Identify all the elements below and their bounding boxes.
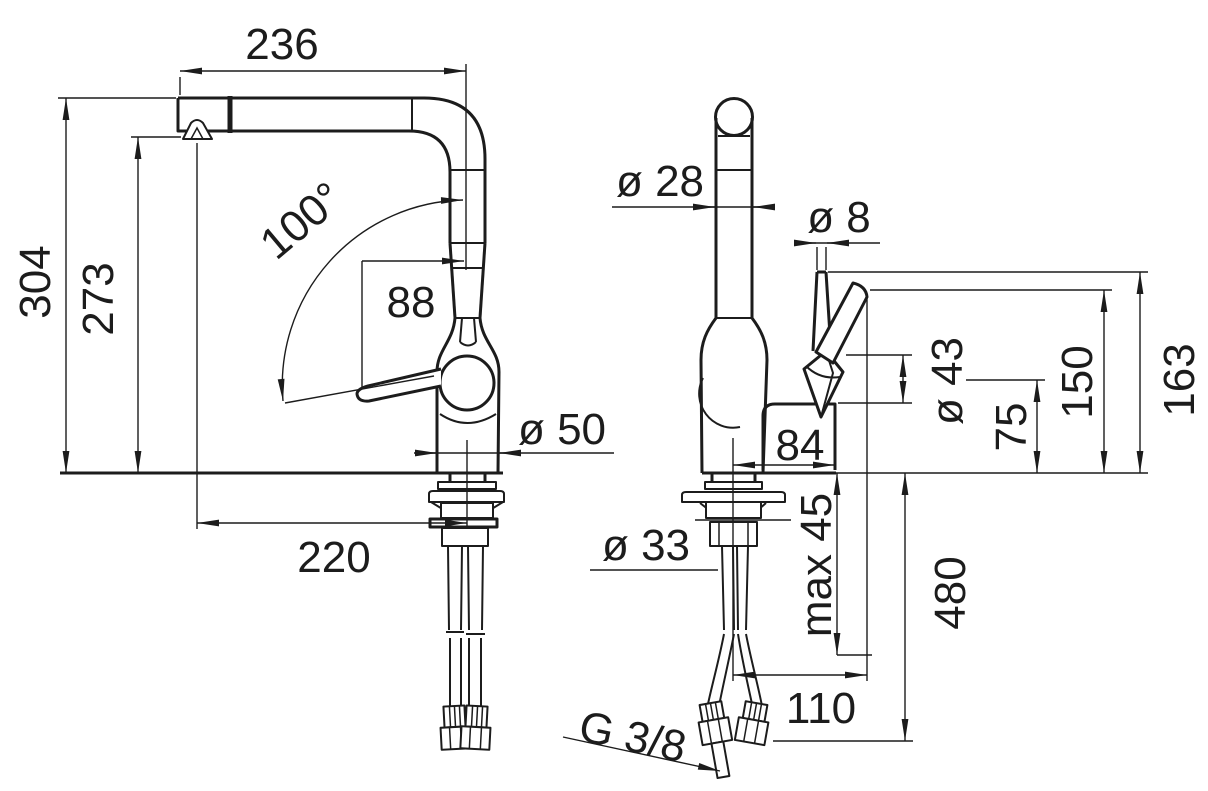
dim-273-label: 273 xyxy=(74,262,123,335)
lever-hub xyxy=(802,349,845,419)
cone-inner-left xyxy=(459,317,463,343)
side-view: 236 304 273 100° 88 ø 50 220 xyxy=(11,20,614,751)
front-view: ø 28 ø 8 ø 43 75 150 163 84 max 45 ø 33 … xyxy=(562,97,1204,780)
hoses-straight xyxy=(721,545,749,631)
dim-max45-label: max 45 xyxy=(792,493,841,637)
cone-inner-arc xyxy=(459,341,477,347)
hoses-lower xyxy=(449,638,482,706)
shank xyxy=(448,473,487,482)
handle-swing-line xyxy=(284,375,435,404)
column-left xyxy=(448,242,457,319)
dim-304-label: 304 xyxy=(11,245,60,318)
lower-nut-facets xyxy=(718,522,749,546)
aerator-dome-inner xyxy=(190,126,204,140)
hose-split-left xyxy=(707,633,735,707)
dim-75-label: 75 xyxy=(987,403,1036,452)
dim-236-label: 236 xyxy=(245,20,318,69)
dim-50-label: ø 50 xyxy=(518,405,606,454)
dim-g38-label: G 3/8 xyxy=(575,702,690,772)
dim-150-label: 150 xyxy=(1053,345,1102,418)
body-bulge-arc xyxy=(698,377,741,429)
dim-g38-leader xyxy=(562,736,721,772)
column-sides xyxy=(714,118,754,318)
body-right xyxy=(478,317,501,474)
lever-bar xyxy=(814,281,869,365)
hose-coupling-right xyxy=(459,704,492,751)
hose-coupling-right-front xyxy=(733,700,770,747)
dim-88-label: 88 xyxy=(387,278,436,327)
body-left-front xyxy=(699,317,718,474)
hose-joints xyxy=(446,631,485,635)
cone-inner-right xyxy=(473,317,477,343)
cartridge-sphere xyxy=(438,354,496,412)
hose-coupling-left-front xyxy=(697,700,734,780)
dim-43-label: ø 43 xyxy=(923,337,972,425)
spout-inner-edge xyxy=(233,129,452,243)
dim-163-label: 163 xyxy=(1155,343,1204,416)
lower-nut xyxy=(441,527,489,547)
dim-110-label: 110 xyxy=(786,684,856,733)
ext-8-rod xyxy=(816,247,827,270)
handle-base-housing xyxy=(761,402,837,470)
column-right xyxy=(478,242,487,319)
dim-33-label: ø 33 xyxy=(602,521,690,570)
dim-480-label: 480 xyxy=(926,556,975,629)
body-left xyxy=(435,317,457,473)
dim-8-label: ø 8 xyxy=(807,193,871,242)
hoses-upper xyxy=(447,545,484,631)
hose-split-right xyxy=(737,633,763,707)
dim-84-label: 84 xyxy=(776,421,825,470)
dim-220-label: 220 xyxy=(297,533,370,582)
dim-100-arc xyxy=(277,197,464,402)
body-right-front xyxy=(750,317,769,474)
handle-lever xyxy=(355,367,442,403)
sphere-bottom-arc xyxy=(439,413,497,424)
spout-outer-edge xyxy=(178,96,487,243)
dim-28-label: ø 28 xyxy=(616,157,704,206)
spout-cap xyxy=(714,97,754,137)
dim-100-label: 100° xyxy=(251,173,352,269)
spray-head-block xyxy=(176,98,233,133)
shank-front xyxy=(710,473,757,482)
